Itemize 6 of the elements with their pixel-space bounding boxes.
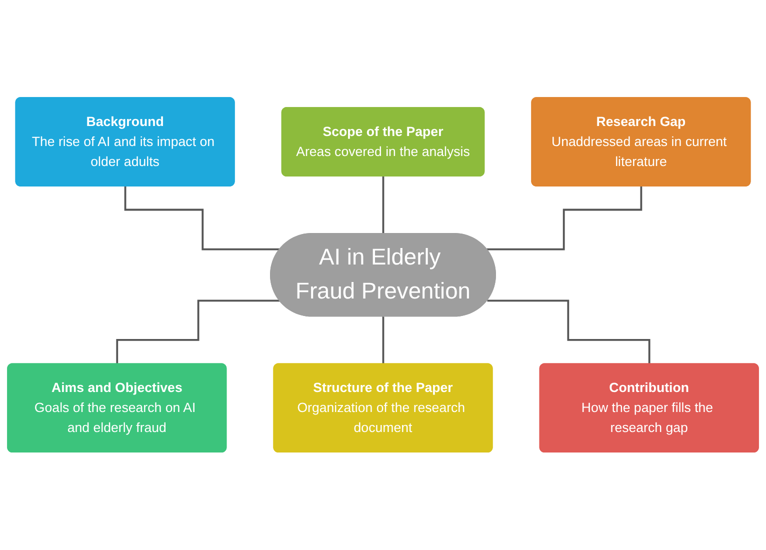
connector xyxy=(486,186,642,250)
connector xyxy=(487,300,651,366)
connector xyxy=(124,186,280,250)
connector xyxy=(382,176,384,236)
connector xyxy=(116,300,280,366)
connector xyxy=(382,316,384,366)
